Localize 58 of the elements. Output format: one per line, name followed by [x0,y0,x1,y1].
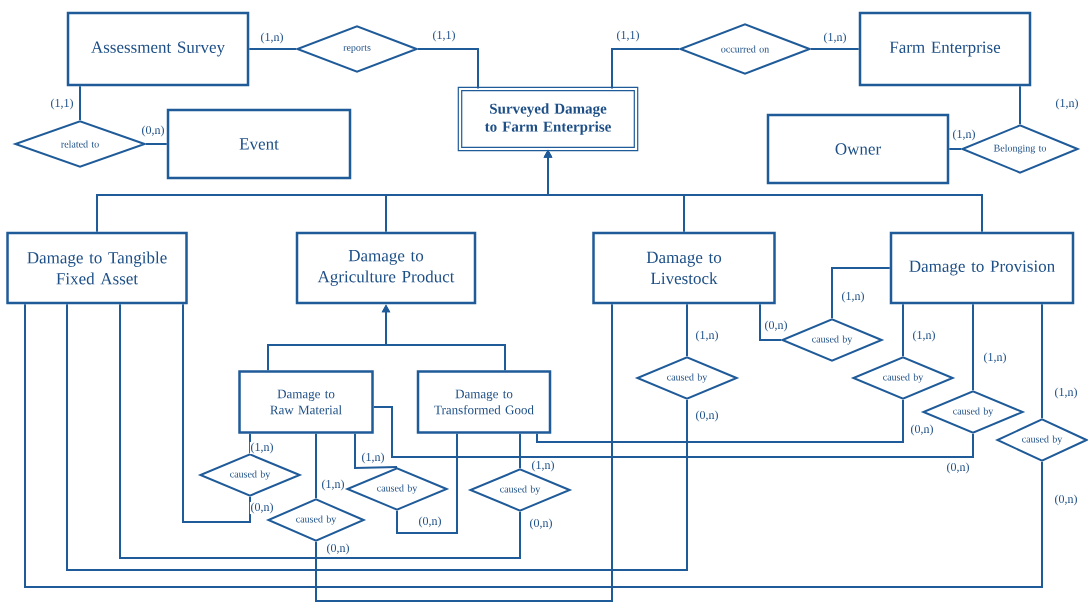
edge-label: (0,n) [694,409,720,423]
entity-box: Damage to Raw Material [238,370,374,434]
connector [831,267,891,319]
connector [902,303,904,357]
connector [417,48,479,90]
connector [519,432,521,469]
connector [145,143,168,145]
edge-label: (0,n) [1053,493,1079,507]
entity-box: Owner [766,113,950,185]
connector [611,48,680,90]
connector [759,303,782,341]
entity-box: Damage to Agriculture Product [295,231,477,305]
edge-label: (1,1) [49,97,75,111]
connector [315,432,317,499]
edge-label: (0,n) [249,501,275,515]
edge-label: (1,1) [431,29,457,43]
edge-label: (1,n) [1053,386,1079,400]
entity-box: Farm Enterprise [858,11,1032,87]
entity-box: Damage to Transformed Good [416,370,552,434]
connector [972,303,974,391]
edge-label: (1,n) [822,31,848,45]
edge-label: (0,n) [528,517,554,531]
connector [536,399,904,443]
connector [248,48,297,50]
edge-label: (0,n) [417,515,443,529]
entity-box: Damage to Livestock [592,231,776,305]
edge-label: (1,n) [1054,97,1080,111]
edge-label: (1,n) [320,478,346,492]
connector [79,85,81,121]
edge-label: (1,n) [694,329,720,343]
entity-box: Damage to Provision [889,231,1075,305]
entity-box: Event [166,108,352,180]
entity-box: Surveyed Damage to Farm Enterprise [457,86,639,152]
edge-label: (1,n) [259,31,285,45]
connector [249,432,251,454]
connector [354,432,398,469]
edge-label: (0,n) [325,542,351,556]
entity-box: Damage to Tangible Fixed Asset [6,231,188,305]
connector [396,432,458,534]
connector [1019,85,1021,125]
edge-label: (1,n) [911,329,937,343]
connector [315,303,613,602]
edge-label: (0,n) [945,461,971,475]
edge-label: (1,n) [249,441,275,455]
connector [686,303,688,357]
edge-label: (1,1) [615,29,641,43]
edge-label: (1,n) [982,351,1008,365]
edge-label: (1,n) [840,290,866,304]
connector [948,148,962,150]
connector [810,48,860,50]
connector [1041,303,1043,419]
entity-box: Assessment Survey [66,11,250,87]
connector [119,303,521,559]
connector [24,303,1043,588]
connector [182,303,251,523]
connector [66,303,688,571]
edge-label: (1,n) [360,451,386,465]
connector [372,406,974,458]
